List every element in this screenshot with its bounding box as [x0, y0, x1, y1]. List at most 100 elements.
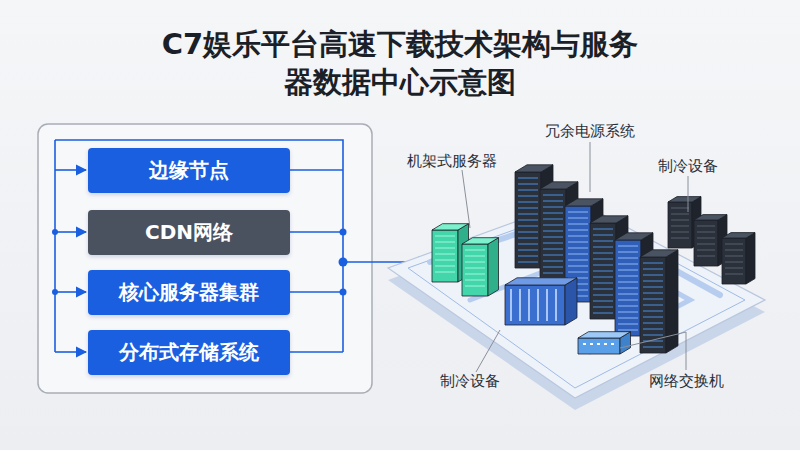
box-face [615, 240, 641, 336]
box-detail [618, 282, 638, 283]
title-text: C7娱乐平台高速下载技术架构与服务器数据中心示意图 [160, 26, 640, 101]
box-detail [593, 265, 613, 266]
box-face [565, 199, 603, 206]
box-detail [543, 273, 563, 274]
box-detail [518, 190, 538, 191]
box-detail [643, 317, 663, 318]
box-detail [518, 178, 538, 179]
box-detail [618, 270, 638, 271]
box-face [640, 250, 678, 257]
box-detail [618, 258, 638, 259]
box-detail [593, 271, 613, 272]
box-label: 核心服务器集群 [119, 279, 259, 306]
box-detail [543, 249, 563, 250]
box-face [590, 223, 616, 319]
box-detail [643, 311, 663, 312]
box-detail [697, 244, 715, 245]
box-face [668, 197, 701, 202]
box-detail [518, 202, 538, 203]
box-detail [465, 256, 485, 257]
box-detail [518, 262, 538, 263]
box-detail [543, 207, 563, 208]
box-face [432, 230, 458, 282]
box-detail [593, 259, 613, 260]
box-detail [543, 201, 563, 202]
box-detail [568, 248, 588, 249]
part-label: 机架式服务器 [407, 152, 497, 171]
box-detail [435, 236, 455, 237]
box-face [694, 220, 718, 266]
box-detail [543, 237, 563, 238]
box-face [505, 285, 565, 325]
box-detail [568, 230, 588, 231]
box-face [694, 215, 727, 220]
box-detail [465, 274, 485, 275]
box-face [578, 338, 620, 354]
box-face [746, 233, 755, 284]
part-label: 制冷设备 [658, 157, 718, 176]
box-detail [568, 236, 588, 237]
box-detail [518, 244, 538, 245]
box-detail [543, 261, 563, 262]
box-label: CDN网络 [145, 219, 233, 246]
box-face [462, 238, 499, 244]
part-label: 冗余电源系统 [545, 122, 635, 141]
box-detail [593, 241, 613, 242]
box-detail [543, 213, 563, 214]
box-detail [593, 307, 613, 308]
box-detail [568, 272, 588, 273]
box-label: 边缘节点 [149, 157, 229, 184]
box-face [505, 278, 577, 285]
box-detail [618, 324, 638, 325]
box-detail [643, 281, 663, 282]
box-detail [518, 226, 538, 227]
box-detail [543, 243, 563, 244]
box-detail [671, 226, 689, 227]
box-detail [725, 244, 743, 245]
box-detail [543, 255, 563, 256]
box-detail [518, 214, 538, 215]
part-label: 网络交换机 [649, 372, 724, 391]
box-face [666, 250, 678, 353]
box-detail [725, 262, 743, 263]
box-face [515, 172, 541, 268]
box-detail [435, 254, 455, 255]
box-detail [643, 287, 663, 288]
box-detail [643, 263, 663, 264]
box-face [722, 233, 755, 238]
box-detail [643, 299, 663, 300]
box-detail [604, 343, 607, 345]
box-detail [435, 248, 455, 249]
box-detail [435, 272, 455, 273]
box-detail [618, 246, 638, 247]
box-detail [643, 323, 663, 324]
box-detail [643, 347, 663, 348]
box-detail [465, 280, 485, 281]
box-face [565, 278, 577, 325]
box-detail [593, 283, 613, 284]
box-detail [568, 218, 588, 219]
box-detail [618, 306, 638, 307]
box-detail [618, 288, 638, 289]
box-detail [643, 335, 663, 336]
box-detail [618, 318, 638, 319]
box-detail [568, 260, 588, 261]
box-detail [618, 294, 638, 295]
box-detail [643, 329, 663, 330]
box-detail [528, 289, 530, 321]
box-detail [519, 289, 521, 321]
box-detail [593, 247, 613, 248]
box-detail [618, 330, 638, 331]
box-detail [518, 256, 538, 257]
box-detail [725, 268, 743, 269]
box-detail [643, 293, 663, 294]
box-detail [435, 242, 455, 243]
box-detail [611, 343, 614, 345]
box-detail [697, 232, 715, 233]
box-face [432, 224, 469, 230]
box-face [615, 233, 653, 240]
box-detail [618, 252, 638, 253]
leader-lines [462, 142, 688, 372]
box-detail [568, 242, 588, 243]
box-detail [697, 238, 715, 239]
